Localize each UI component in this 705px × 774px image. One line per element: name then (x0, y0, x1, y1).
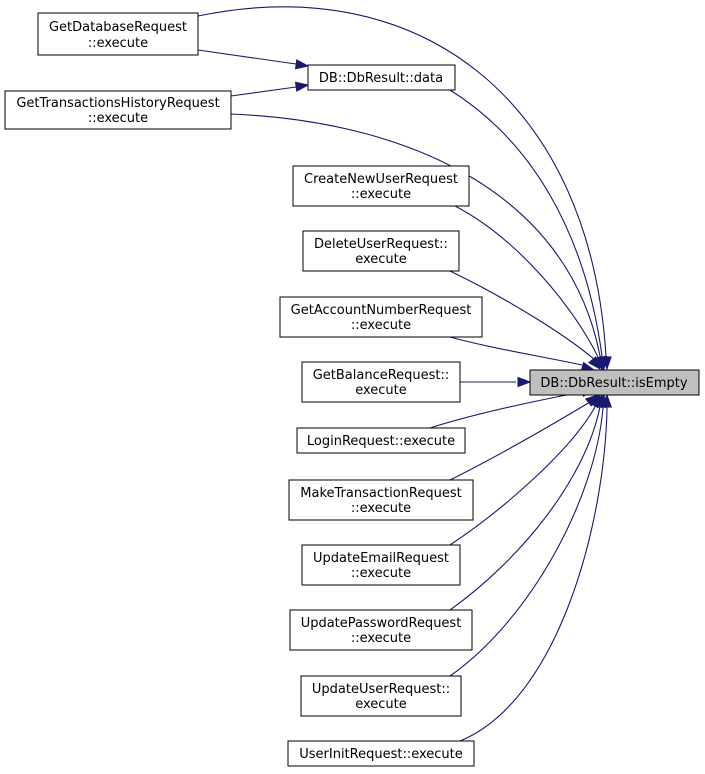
node-dbresult-is-empty[interactable]: DB::DbResult::isEmpty (529, 369, 700, 396)
node-get-account-number-request-execute[interactable]: GetAccountNumberRequest ::execute (279, 296, 483, 338)
node-label-line2: ::execute (351, 318, 411, 333)
node-get-transactions-history-request-execute[interactable]: GetTransactionsHistoryRequest ::execute (4, 90, 232, 130)
arrowhead-icon (517, 376, 532, 388)
node-label-line2: execute (355, 383, 407, 398)
edge-user-init-to-is-empty (459, 393, 613, 742)
node-update-password-request-execute[interactable]: UpdatePasswordRequest ::execute (289, 609, 473, 651)
node-label-line1: GetBalanceRequest:: (313, 368, 450, 383)
node-label-line2: execute (355, 697, 407, 712)
node-login-request-execute[interactable]: LoginRequest::execute (296, 427, 466, 454)
node-update-user-request-execute[interactable]: UpdateUserRequest:: execute (300, 675, 462, 717)
arrowhead-icon (294, 81, 310, 92)
arrowhead-icon (601, 393, 613, 408)
edge-line (449, 89, 603, 357)
edge-line (197, 49, 297, 65)
node-user-init-request-execute[interactable]: UserInitRequest::execute (287, 740, 475, 767)
edge-line (197, 6, 607, 357)
node-label-line1: GetTransactionsHistoryRequest (16, 96, 219, 111)
node-create-new-user-request-execute[interactable]: CreateNewUserRequest ::execute (292, 165, 470, 207)
edge-line (454, 205, 599, 358)
edge-update-user-to-is-empty (449, 393, 608, 677)
node-update-email-request-execute[interactable]: UpdateEmailRequest ::execute (301, 544, 461, 586)
node-make-transaction-request-execute[interactable]: MakeTransactionRequest ::execute (288, 479, 474, 521)
edge-line (449, 406, 601, 611)
arrowhead-icon (294, 59, 310, 70)
node-label-line1: UpdateEmailRequest (313, 551, 449, 566)
node-label-line1: MakeTransactionRequest (300, 486, 461, 501)
node-label-line2: ::execute (351, 631, 411, 646)
node-dbresult-data[interactable]: DB::DbResult::data (307, 64, 456, 91)
node-label-line1: GetDatabaseRequest (49, 20, 187, 35)
arrowhead-icon (587, 356, 601, 371)
node-label-line2: execute (355, 252, 407, 267)
edge-get-tx-history-to-dbresult-data (230, 81, 310, 97)
edge-line (449, 407, 604, 677)
node-label: UserInitRequest::execute (299, 747, 463, 762)
node-label: LoginRequest::execute (307, 434, 455, 449)
node-label-line2: ::execute (88, 36, 148, 51)
node-label: DB::DbResult::data (319, 71, 443, 86)
edge-line (449, 404, 597, 546)
edge-line (230, 86, 297, 97)
edge-line (449, 401, 591, 481)
node-label-line1: DeleteUserRequest:: (314, 237, 448, 252)
node-label-line2: ::execute (351, 187, 411, 202)
edge-create-new-user-to-is-empty (454, 205, 603, 371)
call-edges (197, 6, 613, 742)
node-label-line1: CreateNewUserRequest (304, 172, 458, 187)
edge-line (459, 407, 608, 742)
node-label: DB::DbResult::isEmpty (540, 376, 687, 391)
node-label-line1: UpdatePasswordRequest (301, 616, 462, 631)
node-label-line1: GetAccountNumberRequest (291, 303, 472, 318)
edge-line (449, 270, 595, 360)
node-label-line2: ::execute (351, 501, 411, 516)
edge-delete-user-to-is-empty (449, 270, 601, 371)
node-label-line1: UpdateUserRequest:: (312, 682, 450, 697)
edge-update-email-to-is-empty (449, 393, 601, 546)
node-label-line2: ::execute (351, 566, 411, 581)
node-get-database-request-execute[interactable]: GetDatabaseRequest ::execute (37, 12, 199, 56)
node-label-line2: ::execute (88, 111, 148, 126)
node-delete-user-request-execute[interactable]: DeleteUserRequest:: execute (302, 230, 460, 272)
edge-get-balance-to-is-empty (460, 376, 532, 388)
edge-line (230, 113, 601, 357)
edge-get-database-to-dbresult-data (197, 49, 310, 70)
edge-make-transaction-to-is-empty (449, 394, 600, 481)
node-get-balance-request-execute[interactable]: GetBalanceRequest:: execute (301, 361, 461, 403)
edge-line (449, 336, 583, 366)
